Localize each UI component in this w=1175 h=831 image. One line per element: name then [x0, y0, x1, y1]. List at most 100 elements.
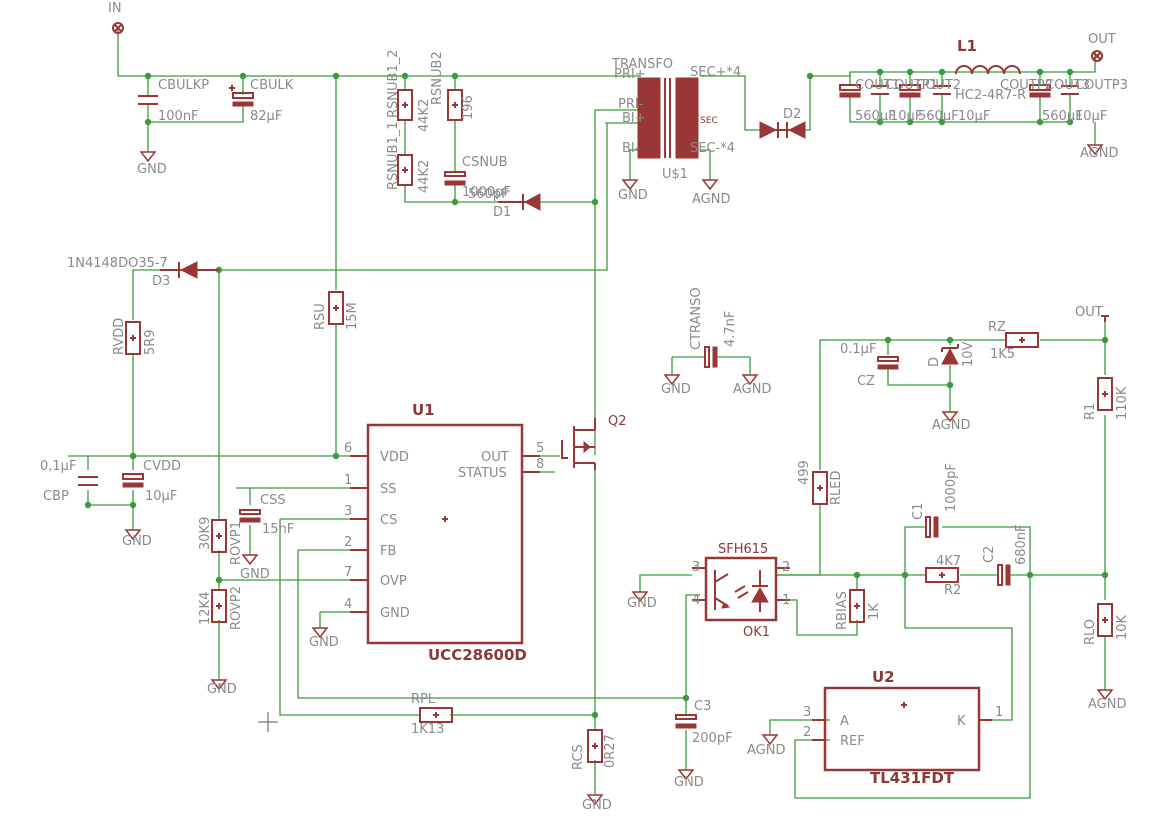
- rovp1-value: 30K9: [198, 517, 213, 550]
- u2-ref: REF: [840, 734, 865, 749]
- u1-name: U1: [412, 401, 435, 419]
- cz-name: CZ: [857, 374, 875, 389]
- rsu-resistor: RSU 15M: [313, 291, 360, 330]
- gnd-label: GND: [627, 596, 657, 611]
- l1-value: HC2-4R7-R: [955, 88, 1026, 103]
- cvdd-name: CVDD: [143, 459, 181, 474]
- gnd-label: GND: [309, 635, 339, 650]
- transfo-sec-plus: SEC+*4: [690, 65, 741, 80]
- rsu-name: RSU: [313, 303, 328, 330]
- rvdd-value: 5R9: [143, 329, 158, 355]
- transfo-pri-minus: PRI-: [618, 97, 644, 112]
- out-port: OUT: [1088, 32, 1116, 62]
- coutp2-name: COUTP2: [1000, 78, 1053, 93]
- c2-value: 680nF: [1014, 524, 1029, 565]
- rbias-resistor: RBIAS 1K: [835, 589, 882, 630]
- u1-pin: 2: [344, 535, 352, 550]
- transfo-bias: BIAS: [637, 131, 647, 152]
- ctranso-capacitor: CTRANSO 4.7nF: [689, 287, 738, 368]
- ok1-pin: 1: [782, 593, 790, 608]
- output-caps: COUT1 COUTP1 COUT2 COUT3 COUTP3 560µF 10…: [839, 78, 1128, 124]
- rpl-resistor: RPL 1K13: [411, 692, 453, 737]
- u2-pin: 3: [803, 705, 811, 720]
- gnd-label: GND: [661, 382, 691, 397]
- transfo-ref: U$1: [662, 167, 688, 182]
- rovp2-name: ROVP2: [229, 586, 244, 630]
- dz-value: 10V: [961, 341, 976, 367]
- cbulkp-name: CBULKP: [158, 78, 209, 93]
- transfo-sec-minus: SEC-*4: [690, 141, 735, 156]
- cbp-value: 0,1µF: [40, 459, 76, 474]
- cbp-name: CBP: [43, 489, 69, 504]
- rpl-value: 1K13: [411, 722, 444, 737]
- u1-cs: CS: [380, 513, 397, 528]
- cout2-name: COUT2: [916, 78, 961, 93]
- d2-name: D2: [783, 107, 801, 122]
- ground-symbols: GND GND AGND GND GND GND GND GND GND GND…: [122, 144, 1126, 813]
- rled-resistor: 499 RLED: [797, 460, 844, 505]
- u1-out: OUT: [481, 450, 509, 465]
- u1-ovp: OVP: [380, 574, 407, 589]
- rsnub2-resistor: RSNUB2 196: [430, 51, 476, 121]
- csnub-value: 1000pF: [462, 185, 511, 200]
- cursor-crosshair-icon: [258, 712, 278, 732]
- csnub-value-2: 560pF: [468, 187, 509, 202]
- rz-name: RZ: [988, 320, 1006, 335]
- cbulkp-capacitor: CBULKP 100nF: [138, 78, 209, 124]
- cbulk-capacitor: CBULK 82µF: [229, 78, 294, 124]
- transfo-pri-plus: PRI+: [614, 67, 646, 82]
- out-port-2: OUT: [1075, 305, 1109, 322]
- coutp2-value: 10µF: [958, 109, 990, 124]
- css-name: CSS: [260, 493, 286, 508]
- gnd-label: GND: [240, 567, 270, 582]
- gnd-label: GND: [618, 188, 648, 203]
- d3-value: 1N4148DO35-7: [67, 256, 168, 271]
- coutp1-name: COUTP1: [885, 78, 938, 93]
- agnd-label: AGND: [1088, 697, 1126, 712]
- d3-name: D3: [152, 274, 170, 289]
- u2-k: K: [957, 714, 966, 729]
- agnd-label: AGND: [1080, 146, 1118, 161]
- out-port-label: OUT: [1088, 32, 1116, 47]
- rbias-name: RBIAS: [835, 591, 850, 630]
- c3-value: 200pF: [692, 731, 733, 746]
- r1-resistor: R1 110K: [1083, 377, 1130, 420]
- r1-name: R1: [1083, 403, 1098, 420]
- ctranso-name: CTRANSO: [689, 287, 704, 350]
- rcs-name: RCS: [571, 744, 586, 770]
- cz-value: 0.1µF: [840, 342, 876, 357]
- c1-name: C1: [911, 503, 926, 520]
- u1-vdd: VDD: [380, 450, 409, 465]
- in-port: IN: [108, 1, 124, 34]
- c1-value: 1000pF: [944, 463, 959, 512]
- r1-value: 110K: [1115, 386, 1130, 420]
- cout1-name: COUT1: [855, 78, 900, 93]
- rsnub2-name: RSNUB2: [430, 51, 445, 105]
- zener-diode: D 10V: [927, 341, 976, 367]
- rlo-value: 10K: [1115, 614, 1130, 640]
- wires: [68, 28, 1106, 799]
- d3-diode: 1N4148DO35-7 D3: [67, 256, 219, 289]
- rsnub1-2-name: RSNUB1_2: [386, 50, 401, 119]
- cout3-value: 560µF: [1042, 109, 1083, 124]
- rsu-value: 15M: [345, 302, 360, 330]
- coutp3-name: COUTP3: [1075, 78, 1128, 93]
- rsnub1-1-resistor: RSNUB1_1 44K2: [386, 122, 432, 194]
- cbulk-value: 82µF: [250, 109, 282, 124]
- u1-fb: FB: [380, 544, 396, 559]
- l1-name: L1: [957, 37, 977, 55]
- c2-capacitor: C2 680nF: [982, 524, 1029, 586]
- rovp2-value: 12K4: [198, 592, 213, 625]
- rlo-name: RLO: [1083, 619, 1098, 645]
- gnd-label: GND: [207, 682, 237, 697]
- rovp1-resistor: 30K9 ROVP1: [198, 517, 244, 565]
- r2-name: R2: [944, 583, 961, 598]
- u2-pin: 2: [803, 725, 811, 740]
- d1-diode: D1: [493, 193, 541, 220]
- cvdd-capacitor: CVDD 10µF: [122, 459, 181, 504]
- u1-pin: 3: [344, 504, 352, 519]
- rbias-value: 1K: [867, 603, 882, 620]
- r2-resistor: 4K7 R2: [925, 554, 961, 598]
- in-port-label: IN: [108, 1, 122, 16]
- ok1-part: SFH615: [718, 542, 768, 557]
